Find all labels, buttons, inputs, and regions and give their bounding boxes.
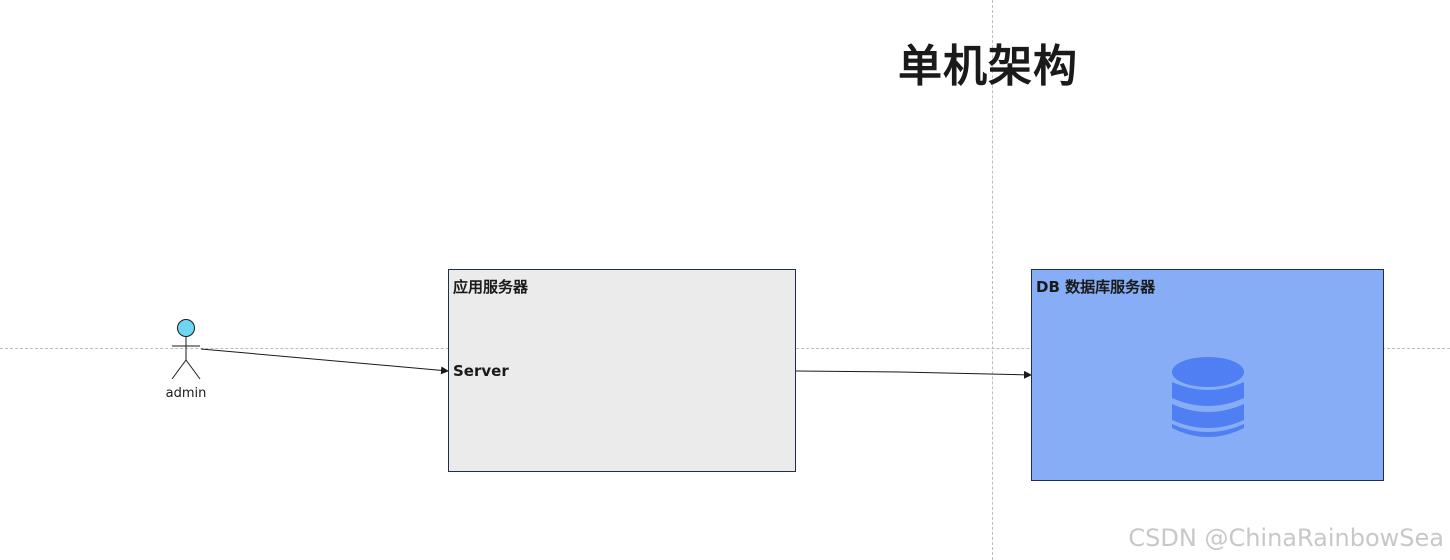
actor-label: admin [165,386,207,401]
actor-head [177,319,195,337]
edge-app-server-to-db-server[interactable] [795,370,1032,379]
actor-figure-icon[interactable] [166,318,206,382]
edge-admin-to-app-server[interactable] [200,348,449,375]
db-server-node[interactable]: DB 数据库服务器 [1031,269,1384,481]
actor-leg-right [185,359,201,380]
app-server-inner-text: Server [453,362,509,380]
actor-leg-left [171,359,187,380]
app-server-node[interactable]: 应用服务器 Server [448,269,796,472]
vertical-guide-line [992,0,993,560]
app-server-label: 应用服务器 [453,278,529,296]
watermark: CSDN @ChinaRainbowSea [1128,524,1444,552]
diagram-title: 单机架构 [898,41,1078,92]
db-server-label: DB 数据库服务器 [1036,278,1156,296]
database-icon [1172,357,1244,437]
